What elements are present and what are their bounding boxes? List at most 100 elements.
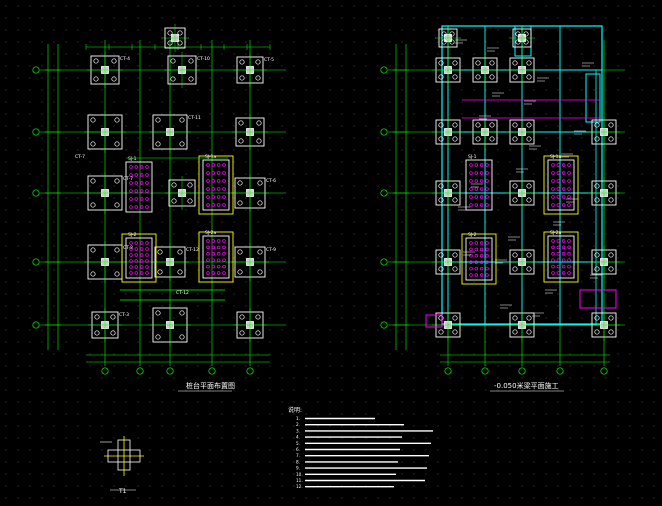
core-pile xyxy=(485,273,489,277)
core-pile xyxy=(129,247,133,251)
core-pile xyxy=(216,203,221,207)
core-pile xyxy=(145,265,149,269)
pile-circle xyxy=(512,136,518,142)
core-pile xyxy=(485,241,489,245)
cap-label: CT-8 xyxy=(123,245,133,251)
core-cap-outline xyxy=(202,235,230,279)
pile-circle xyxy=(512,60,518,66)
pile-cap xyxy=(149,304,191,346)
pile-circle xyxy=(167,30,173,36)
pile-circle xyxy=(489,136,495,142)
pile-circle xyxy=(526,122,532,128)
pile-circle xyxy=(90,141,96,147)
core-pile xyxy=(145,173,149,177)
pile-circle xyxy=(452,197,458,203)
pile-circle xyxy=(187,198,193,204)
pile-circle xyxy=(523,31,529,37)
pile-circle xyxy=(257,180,263,186)
axis-bubble xyxy=(380,128,388,136)
core-pile xyxy=(474,195,479,199)
core-pile xyxy=(474,266,479,271)
core-pile xyxy=(556,245,561,250)
core-pile xyxy=(139,253,144,257)
core-pile xyxy=(211,171,216,175)
pile-circle xyxy=(594,315,600,321)
pile-circle xyxy=(114,247,120,253)
core-pile xyxy=(485,171,489,175)
pile-circle xyxy=(512,197,518,203)
core-pile xyxy=(474,171,479,175)
core-pile xyxy=(567,187,571,191)
core-pile xyxy=(556,252,561,256)
core-pile xyxy=(211,264,216,269)
core-pile xyxy=(206,179,210,183)
core-pile xyxy=(469,187,473,191)
pile-circle xyxy=(475,60,481,66)
cap-label: CT-7 xyxy=(75,154,85,160)
pile-circle xyxy=(94,314,100,320)
note-number: 9. xyxy=(296,466,300,471)
core-cap-frame xyxy=(198,155,234,215)
core-pile xyxy=(479,260,484,264)
core-pile xyxy=(129,189,133,193)
pile-circle xyxy=(255,75,261,81)
column-detail xyxy=(100,436,144,491)
core-pile xyxy=(561,271,566,275)
note-number: 6. xyxy=(296,447,300,452)
core-cap-outline xyxy=(465,159,493,211)
core-pile xyxy=(469,163,473,167)
core-pile xyxy=(139,173,144,177)
core-pile xyxy=(469,195,473,199)
core-pile xyxy=(211,252,216,256)
pile-circle xyxy=(239,59,245,65)
core-pile xyxy=(129,259,133,263)
core-pile xyxy=(567,195,571,199)
core-pile xyxy=(479,171,484,175)
pile-circle xyxy=(438,329,444,335)
pile-circle xyxy=(110,330,116,336)
pile-circle xyxy=(239,330,245,336)
pile-cap xyxy=(165,176,199,210)
core-cap-frame xyxy=(198,231,234,283)
core-pile xyxy=(474,187,479,191)
core-pile xyxy=(469,179,473,183)
core-pile xyxy=(222,179,226,183)
core-pile xyxy=(561,252,566,256)
core-pile xyxy=(556,171,561,175)
pile-circle xyxy=(512,329,518,335)
pile-circle xyxy=(157,249,163,255)
core-pile xyxy=(474,179,479,183)
core-cap-outline xyxy=(465,237,493,281)
core-pile xyxy=(479,247,484,252)
pile-circle xyxy=(256,120,262,126)
core-pile xyxy=(145,197,149,201)
core-pile xyxy=(206,171,210,175)
core-pile xyxy=(145,253,149,257)
core-pile xyxy=(145,181,149,185)
pile-cap xyxy=(432,309,464,341)
core-pile-cap: SJ-2 xyxy=(121,232,157,283)
pile-circle xyxy=(452,60,458,66)
pile-cap xyxy=(432,177,464,209)
core-pile xyxy=(556,203,561,207)
core-pile xyxy=(139,197,144,201)
pile-circle xyxy=(114,117,120,123)
core-pile xyxy=(485,266,489,271)
core-pile xyxy=(567,258,571,262)
pile-circle xyxy=(608,183,614,189)
pile-cap xyxy=(84,111,126,153)
core-pile xyxy=(211,271,216,275)
pile-circle xyxy=(489,74,495,80)
core-pile xyxy=(134,271,139,275)
pile-cap xyxy=(506,116,538,148)
core-pile xyxy=(561,245,566,250)
core-cap-frame xyxy=(121,233,157,283)
axis-bubble xyxy=(32,321,40,329)
pile-cap: CT-9 xyxy=(231,243,276,281)
pile-circle xyxy=(449,31,455,37)
pile-circle xyxy=(187,182,193,188)
core-pile xyxy=(469,241,473,245)
core-pile xyxy=(134,197,139,201)
core-cap-frame xyxy=(461,233,497,285)
core-pile xyxy=(222,171,226,175)
